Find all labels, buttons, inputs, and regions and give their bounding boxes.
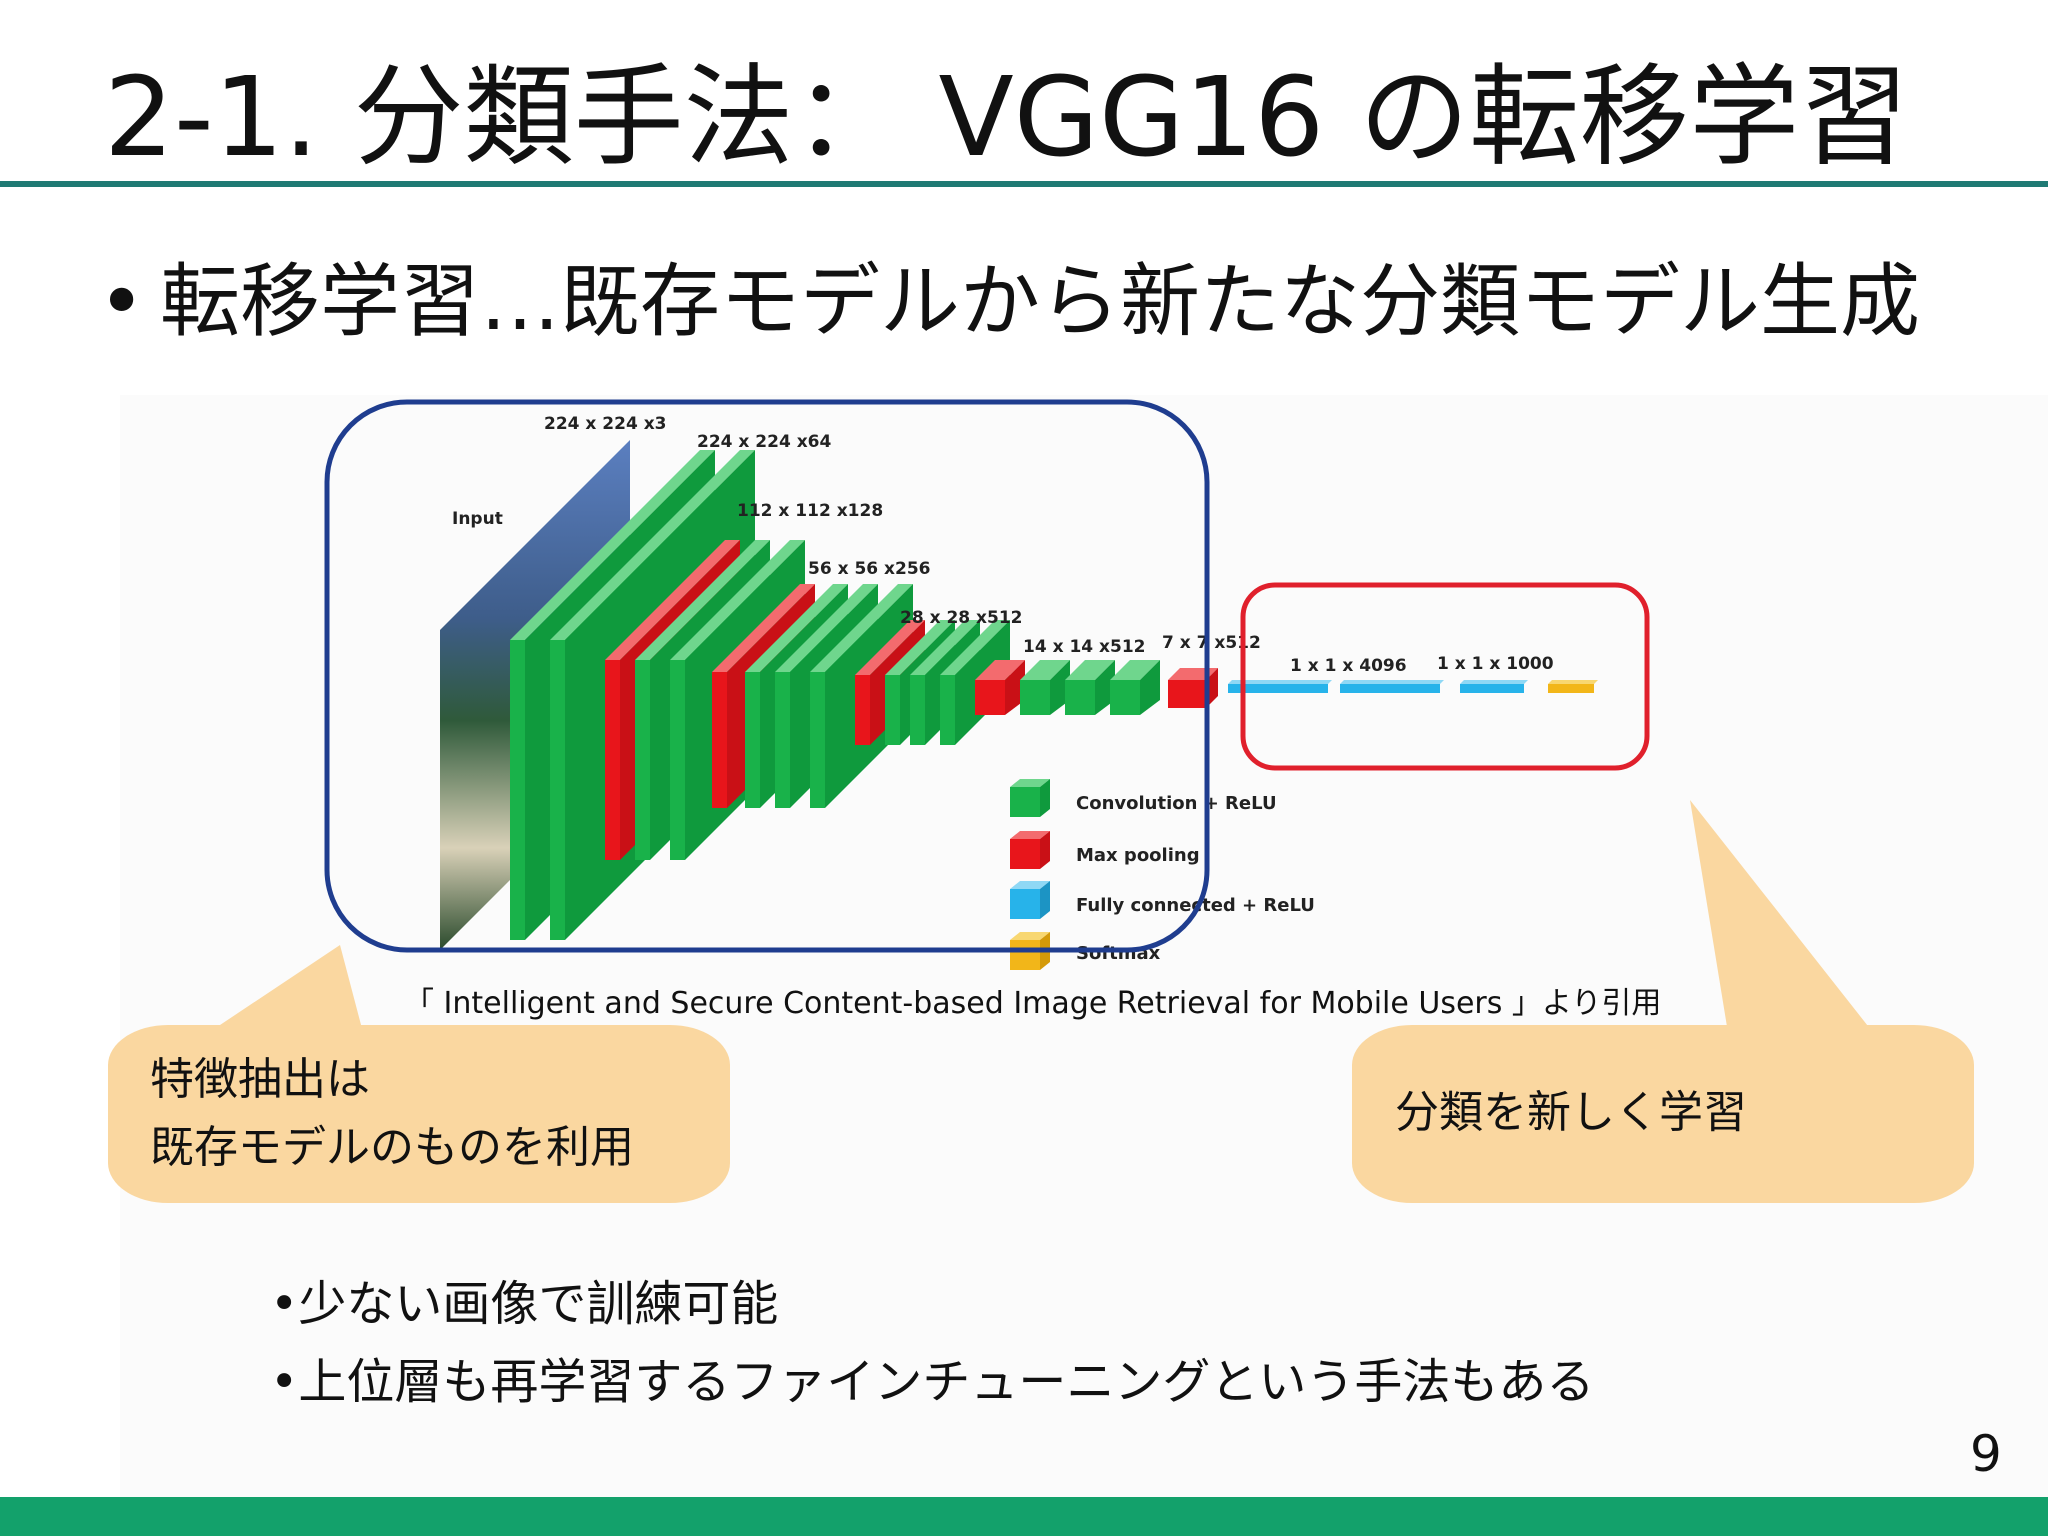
sub-bullets: •少ない画像で訓練可能 •上位層も再学習するファインチューニングという手法もある bbox=[270, 1265, 1594, 1421]
dim-label-5: 28 x 28 x512 bbox=[900, 608, 1023, 628]
sub-bullet-1: •少ない画像で訓練可能 bbox=[270, 1276, 779, 1332]
right-callout bbox=[1352, 1025, 1974, 1203]
sub-bullet-2: •上位層も再学習するファインチューニングという手法もある bbox=[270, 1354, 1595, 1410]
pool-block-5 bbox=[1168, 668, 1218, 708]
dim-label-4: 56 x 56 x256 bbox=[808, 559, 931, 579]
title-rule bbox=[0, 181, 2048, 187]
legend-conv-swatch bbox=[1010, 779, 1050, 817]
footer-bar bbox=[0, 1497, 2048, 1536]
left-callout-text: 特徴抽出は 既存モデルのものを利用 bbox=[150, 1046, 634, 1182]
legend-pool-swatch bbox=[1010, 831, 1050, 869]
conv-block-5 bbox=[1020, 660, 1160, 715]
dim-label-6: 14 x 14 x512 bbox=[1023, 637, 1146, 657]
dim-label-7: 7 x 7 x512 bbox=[1162, 633, 1261, 653]
feature-extraction-box bbox=[324, 399, 1210, 953]
legend-pool-label: Max pooling bbox=[1076, 845, 1200, 866]
input-label: Input bbox=[452, 509, 503, 529]
citation: 「 Intelligent and Secure Content-based I… bbox=[404, 986, 1662, 1021]
main-bullet-text: 転移学習…既存モデルから新たな分類モデル生成 bbox=[160, 255, 1920, 348]
classifier-box bbox=[1240, 582, 1650, 771]
left-callout-line-2: 既存モデルのものを利用 bbox=[150, 1122, 634, 1173]
left-callout bbox=[108, 1025, 730, 1203]
legend-fc-label: Fully connected + ReLU bbox=[1076, 895, 1315, 916]
dim-label-1: 224 x 224 x3 bbox=[544, 414, 667, 434]
dim-label-3: 112 x 112 x128 bbox=[737, 501, 883, 521]
dim-label-9: 1 x 1 x 1000 bbox=[1437, 654, 1554, 674]
dim-label-8: 1 x 1 x 4096 bbox=[1290, 656, 1407, 676]
main-bullet: •転移学習…既存モデルから新たな分類モデル生成 bbox=[98, 252, 1920, 352]
bullet-dot: • bbox=[98, 255, 146, 348]
left-callout-line-1: 特徴抽出は bbox=[150, 1054, 370, 1105]
pool-block-4 bbox=[975, 660, 1025, 715]
legend-fc-swatch bbox=[1010, 881, 1050, 919]
legend: Convolution + ReLU Max pooling Fully con… bbox=[1010, 779, 1315, 970]
legend-softmax-swatch bbox=[1010, 932, 1050, 970]
right-callout-tail bbox=[1690, 800, 1875, 1045]
right-callout-text: 分類を新しく学習 bbox=[1395, 1087, 1747, 1138]
slide-title: 2-1. 分類手法： VGG16 の転移学習 bbox=[104, 53, 1910, 181]
legend-conv-label: Convolution + ReLU bbox=[1076, 793, 1277, 814]
left-callout-tail bbox=[205, 945, 365, 1040]
dim-label-2: 224 x 224 x64 bbox=[697, 432, 831, 452]
page-number: 9 bbox=[1970, 1425, 2002, 1483]
fc-layers bbox=[1228, 680, 1528, 693]
softmax-layer bbox=[1548, 680, 1598, 693]
